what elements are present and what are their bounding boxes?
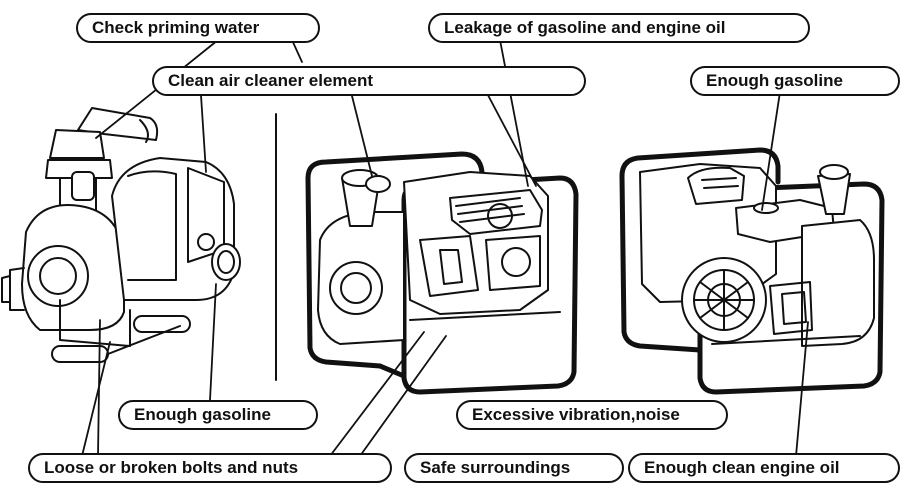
small-pump-drawing — [1, 107, 241, 363]
label-loose-bolts: Loose or broken bolts and nuts — [28, 453, 392, 483]
label-enough-gasoline-right: Enough gasoline — [690, 66, 900, 96]
label-clean-air-cleaner: Clean air cleaner element — [152, 66, 586, 96]
middle-pump-drawing — [305, 151, 579, 395]
label-enough-gasoline-left: Enough gasoline — [118, 400, 318, 430]
label-enough-oil: Enough clean engine oil — [628, 453, 900, 483]
label-safe-surroundings: Safe surroundings — [404, 453, 624, 483]
label-check-priming-water: Check priming water — [76, 13, 320, 43]
label-leakage: Leakage of gasoline and engine oil — [428, 13, 810, 43]
right-pump-drawing — [619, 147, 885, 395]
label-excessive-vibration: Excessive vibration,noise — [456, 400, 728, 430]
